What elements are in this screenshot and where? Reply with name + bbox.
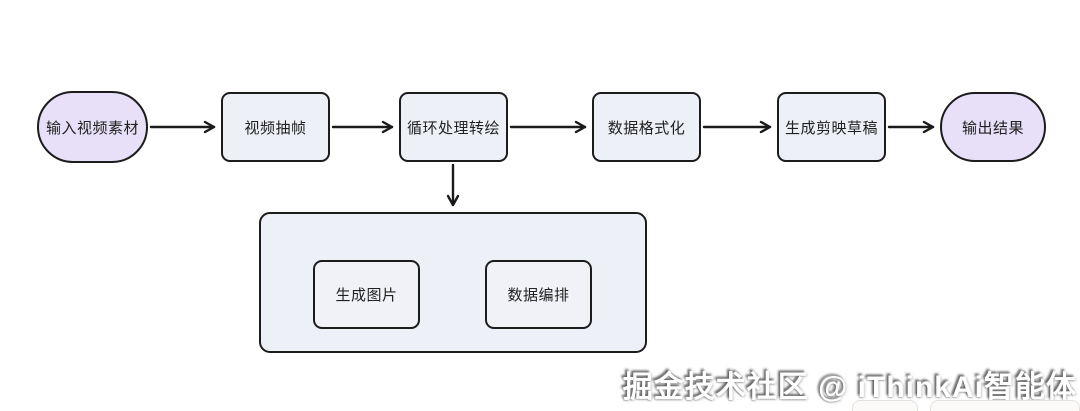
- node-frame-extraction: 视频抽帧: [221, 92, 330, 162]
- node-input-video: 输入视频素材: [37, 91, 148, 163]
- node-data-arrangement: 数据编排: [485, 260, 592, 329]
- node-generate-image: 生成图片: [313, 260, 420, 329]
- node-loop-processing: 循环处理转绘: [399, 92, 508, 162]
- node-data-formatting: 数据格式化: [592, 92, 701, 162]
- node-generate-draft: 生成剪映草稿: [777, 92, 886, 162]
- cutoff-button-right[interactable]: [930, 400, 1080, 411]
- cutoff-button-left[interactable]: [852, 400, 918, 411]
- node-output-result: 输出结果: [940, 92, 1046, 162]
- watermark-text: 掘金技术社区 @ iThinkAi智能体: [622, 371, 1077, 404]
